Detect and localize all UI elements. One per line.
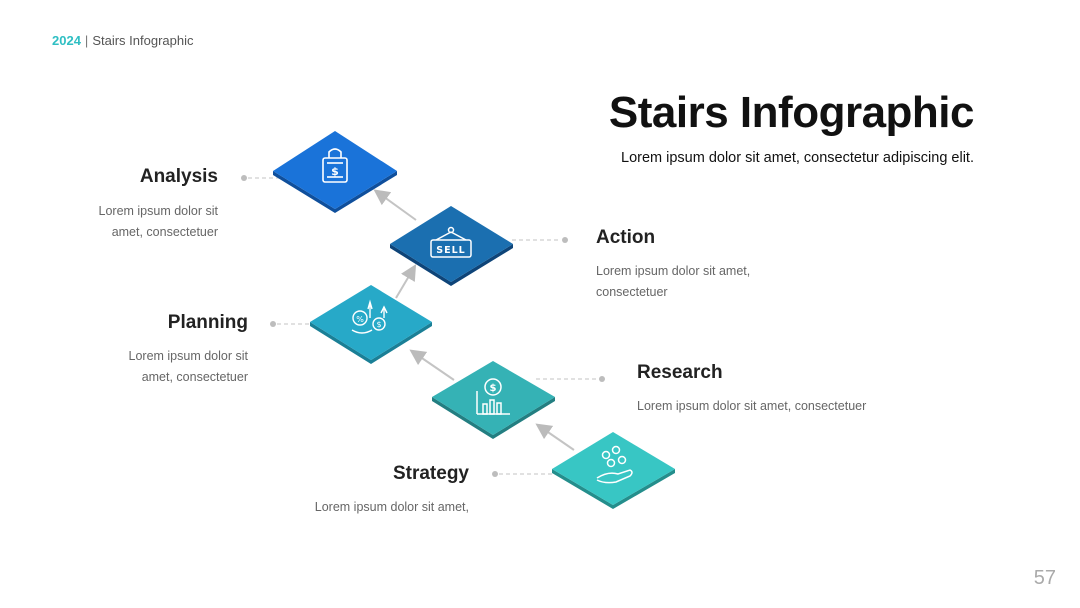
sell-sign-text: SELL [436, 245, 465, 256]
step-title-strategy: Strategy [392, 463, 469, 484]
step-title-action: Action [596, 227, 656, 248]
arrow-planning-action [395, 264, 417, 299]
diamond-action: SELL [390, 206, 513, 286]
step-desc-research: Lorem ipsum dolor sit amet, consectetuer [637, 396, 866, 417]
step-desc-analysis-line2: amet, consectetuer [111, 225, 218, 239]
leader-strategy [492, 471, 553, 477]
shopping-bag-icon: $ [322, 148, 348, 183]
leader-research [536, 376, 605, 382]
step-desc-planning: Lorem ipsum dolor sit amet, consectetuer [129, 346, 249, 388]
arrow-strategy-research [535, 423, 575, 451]
diamond-analysis: $ [273, 131, 397, 213]
leader-planning [270, 321, 312, 327]
header-year: 2024 [52, 33, 81, 48]
step-title-planning: Planning [167, 312, 248, 333]
step-desc-analysis: Lorem ipsum dolor sit amet, consectetuer [99, 201, 219, 243]
svg-text:$: $ [490, 383, 497, 394]
svg-text:%: % [356, 315, 364, 324]
step-title-research: Research [637, 362, 723, 383]
step-desc-analysis-line1: Lorem ipsum dolor sit [98, 204, 219, 218]
svg-text:$: $ [331, 165, 339, 178]
sell-sign-icon: SELL [430, 226, 472, 258]
step-desc-planning-line1: Lorem ipsum dolor sit [128, 349, 249, 363]
step-desc-planning-line2: amet, consectetuer [141, 370, 248, 384]
money-growth-icon: % $ [351, 299, 388, 334]
step-desc-action-line1: Lorem ipsum dolor sit amet, [596, 264, 751, 278]
hand-coins-icon [596, 445, 633, 484]
step-desc-research-line1: Lorem ipsum dolor sit amet, consectetuer [637, 399, 867, 413]
page-subtitle: Lorem ipsum dolor sit amet, consectetur … [621, 150, 974, 166]
step-desc-action-line2: consectetuer [596, 285, 668, 299]
page-number: 57 [1033, 567, 1056, 589]
diamond-strategy [552, 432, 675, 509]
header: 2024|Stairs Infographic [52, 33, 193, 48]
step-title-analysis: Analysis [139, 166, 218, 187]
page-title: Stairs Infographic [608, 88, 975, 137]
arrow-research-planning [409, 349, 455, 381]
diamond-research: $ [432, 361, 555, 439]
step-desc-strategy: Lorem ipsum dolor sit amet, [315, 497, 469, 518]
leader-action [512, 237, 568, 243]
header-separator: | [84, 33, 89, 48]
dollar-chart-icon: $ [476, 378, 510, 415]
arrow-action-analysis [373, 189, 417, 221]
svg-text:$: $ [376, 320, 381, 329]
step-desc-action: Lorem ipsum dolor sit amet, consectetuer [596, 261, 750, 303]
header-label: Stairs Infographic [92, 33, 194, 48]
diamond-planning: % $ [310, 285, 432, 364]
step-desc-strategy-line1: Lorem ipsum dolor sit amet, [314, 500, 469, 514]
